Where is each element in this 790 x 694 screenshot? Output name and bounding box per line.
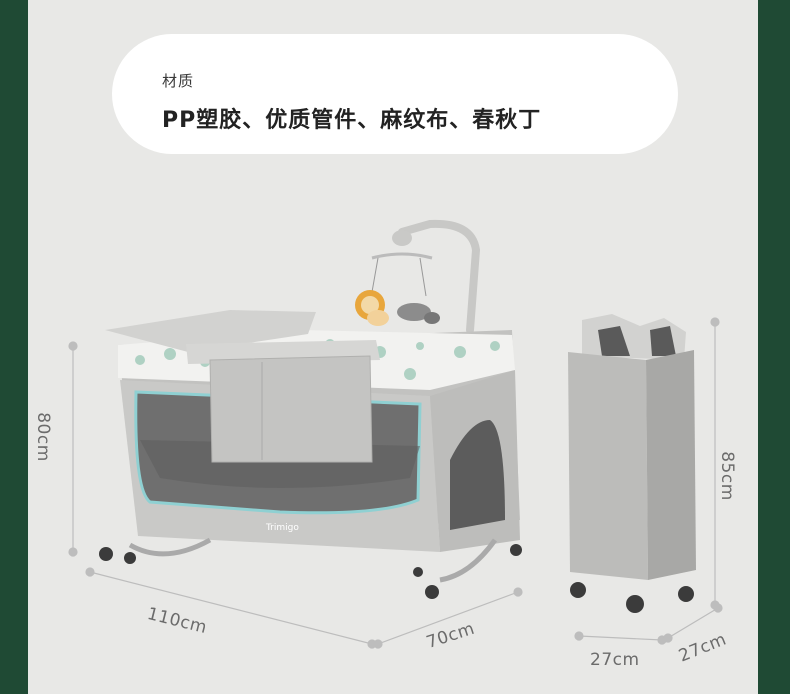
dim-height-crib: 80cm (32, 412, 53, 462)
lion-toy (355, 290, 389, 326)
material-card: 材质 PP塑胶、优质管件、麻纹布、春秋丁 (112, 34, 678, 154)
brand-logo: Trimigo (265, 523, 299, 533)
rhino-toy (397, 303, 440, 324)
folded-crib (568, 314, 696, 613)
travel-crib: Trimigo (99, 219, 522, 599)
material-label: 材质 (162, 72, 195, 90)
dim-folded-length: 27cm (590, 650, 640, 670)
dimension-lines (68, 317, 723, 649)
dim-height-folded: 85cm (716, 451, 737, 501)
material-value: PP塑胶、优质管件、麻纹布、春秋丁 (162, 108, 542, 133)
